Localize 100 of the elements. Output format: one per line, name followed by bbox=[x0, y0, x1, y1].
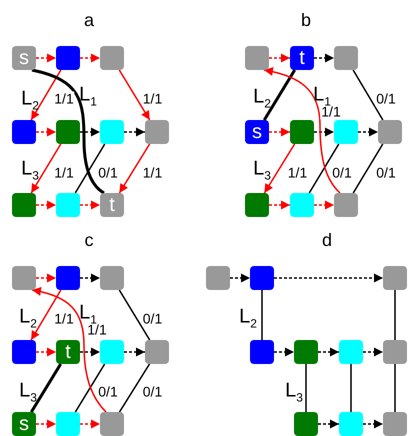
panel-letter: c bbox=[84, 231, 94, 249]
connector-line bbox=[350, 364, 352, 412]
connector-line bbox=[261, 290, 263, 340]
arrow bbox=[32, 287, 107, 413]
edge-label: 0/1 bbox=[97, 384, 119, 400]
connector-line bbox=[74, 144, 106, 194]
connector-line bbox=[74, 364, 106, 412]
arrow bbox=[80, 348, 100, 356]
node-box bbox=[12, 266, 36, 290]
arrow bbox=[80, 420, 100, 428]
path-label: L$_{1}$ bbox=[79, 84, 97, 108]
node-box bbox=[100, 266, 124, 290]
node-box bbox=[100, 193, 124, 217]
node-box bbox=[290, 120, 314, 144]
edge-label: 0/1 bbox=[142, 312, 164, 326]
node-box bbox=[100, 46, 124, 70]
node-box bbox=[12, 46, 36, 70]
node-box bbox=[56, 193, 80, 217]
node-label: s bbox=[19, 48, 29, 68]
node-label: t bbox=[299, 48, 305, 68]
node-label: s bbox=[252, 122, 262, 142]
node-box bbox=[383, 412, 407, 436]
arrow bbox=[264, 67, 341, 194]
path-label: L$_{1}$ bbox=[313, 84, 331, 108]
node-box bbox=[145, 120, 169, 144]
arrow bbox=[269, 200, 290, 210]
connector-line bbox=[263, 69, 296, 121]
path-label: L$_{3}$ bbox=[285, 380, 303, 404]
edge-label: 1/1 bbox=[86, 322, 108, 338]
node-box bbox=[339, 340, 363, 364]
arrow bbox=[80, 128, 100, 136]
node-box bbox=[56, 120, 80, 144]
edge-label: 1/1 bbox=[320, 104, 342, 120]
node-box bbox=[245, 120, 269, 144]
connector-line bbox=[352, 144, 384, 194]
node-box bbox=[290, 46, 314, 70]
node-box bbox=[383, 266, 407, 290]
arrow bbox=[269, 54, 290, 62]
node-box bbox=[56, 46, 80, 70]
connector-line bbox=[118, 364, 150, 412]
arrow bbox=[30, 144, 62, 194]
node-box bbox=[245, 46, 269, 70]
path-label: L$_{3}$ bbox=[253, 158, 271, 182]
arrow bbox=[80, 200, 100, 210]
arrow bbox=[36, 348, 56, 356]
node-box bbox=[100, 412, 124, 436]
connector-line bbox=[352, 70, 384, 120]
connector-line bbox=[308, 144, 340, 194]
edge-label: 0/1 bbox=[97, 165, 119, 180]
arrow bbox=[36, 420, 56, 428]
path-label: L$_{2}$ bbox=[253, 86, 271, 110]
arrow bbox=[274, 274, 383, 282]
edge-label: 0/1 bbox=[142, 384, 164, 400]
node-box bbox=[378, 120, 402, 144]
node-box bbox=[56, 266, 80, 290]
node-box bbox=[294, 412, 318, 436]
arrow bbox=[118, 144, 150, 194]
edge-label: 0/1 bbox=[331, 165, 353, 180]
node-box bbox=[12, 340, 36, 364]
edge-label: 1/1 bbox=[142, 165, 164, 180]
node-box bbox=[250, 266, 274, 290]
panel-letter: a bbox=[84, 11, 94, 29]
arrow bbox=[124, 128, 145, 136]
arrow bbox=[318, 348, 339, 356]
connector-line bbox=[394, 290, 396, 340]
node-label: s bbox=[19, 414, 29, 434]
edge-label: 1/1 bbox=[286, 165, 308, 180]
path-label: L$_{2}$ bbox=[19, 306, 37, 330]
arrow bbox=[80, 274, 100, 282]
node-box bbox=[56, 340, 80, 364]
node-box bbox=[12, 193, 36, 217]
connector-line bbox=[394, 364, 396, 412]
arrow bbox=[118, 70, 150, 120]
node-box bbox=[245, 193, 269, 217]
arrow bbox=[230, 274, 250, 282]
edge-label: 1/1 bbox=[142, 92, 164, 106]
arrow bbox=[36, 200, 56, 210]
edge-label: 1/1 bbox=[53, 92, 75, 106]
panel-letter: d bbox=[322, 231, 332, 249]
node-box bbox=[145, 340, 169, 364]
path-label: L$_{2}$ bbox=[21, 88, 39, 112]
node-box bbox=[383, 340, 407, 364]
arrow bbox=[80, 54, 100, 62]
node-box bbox=[294, 340, 318, 364]
arrow bbox=[124, 348, 145, 356]
path-label: L$_{3}$ bbox=[19, 380, 37, 404]
arrow bbox=[30, 290, 62, 340]
node-label: t bbox=[109, 195, 115, 215]
node-box bbox=[56, 412, 80, 436]
node-box bbox=[250, 340, 274, 364]
panel-letter: b bbox=[301, 11, 311, 29]
node-box bbox=[206, 266, 230, 290]
node-box bbox=[100, 120, 124, 144]
node-box bbox=[100, 340, 124, 364]
arrow bbox=[264, 144, 296, 194]
node-box bbox=[290, 193, 314, 217]
arrow bbox=[314, 54, 334, 62]
arrow bbox=[269, 128, 290, 136]
path-label: L$_{3}$ bbox=[21, 158, 39, 182]
arrow bbox=[363, 420, 383, 428]
